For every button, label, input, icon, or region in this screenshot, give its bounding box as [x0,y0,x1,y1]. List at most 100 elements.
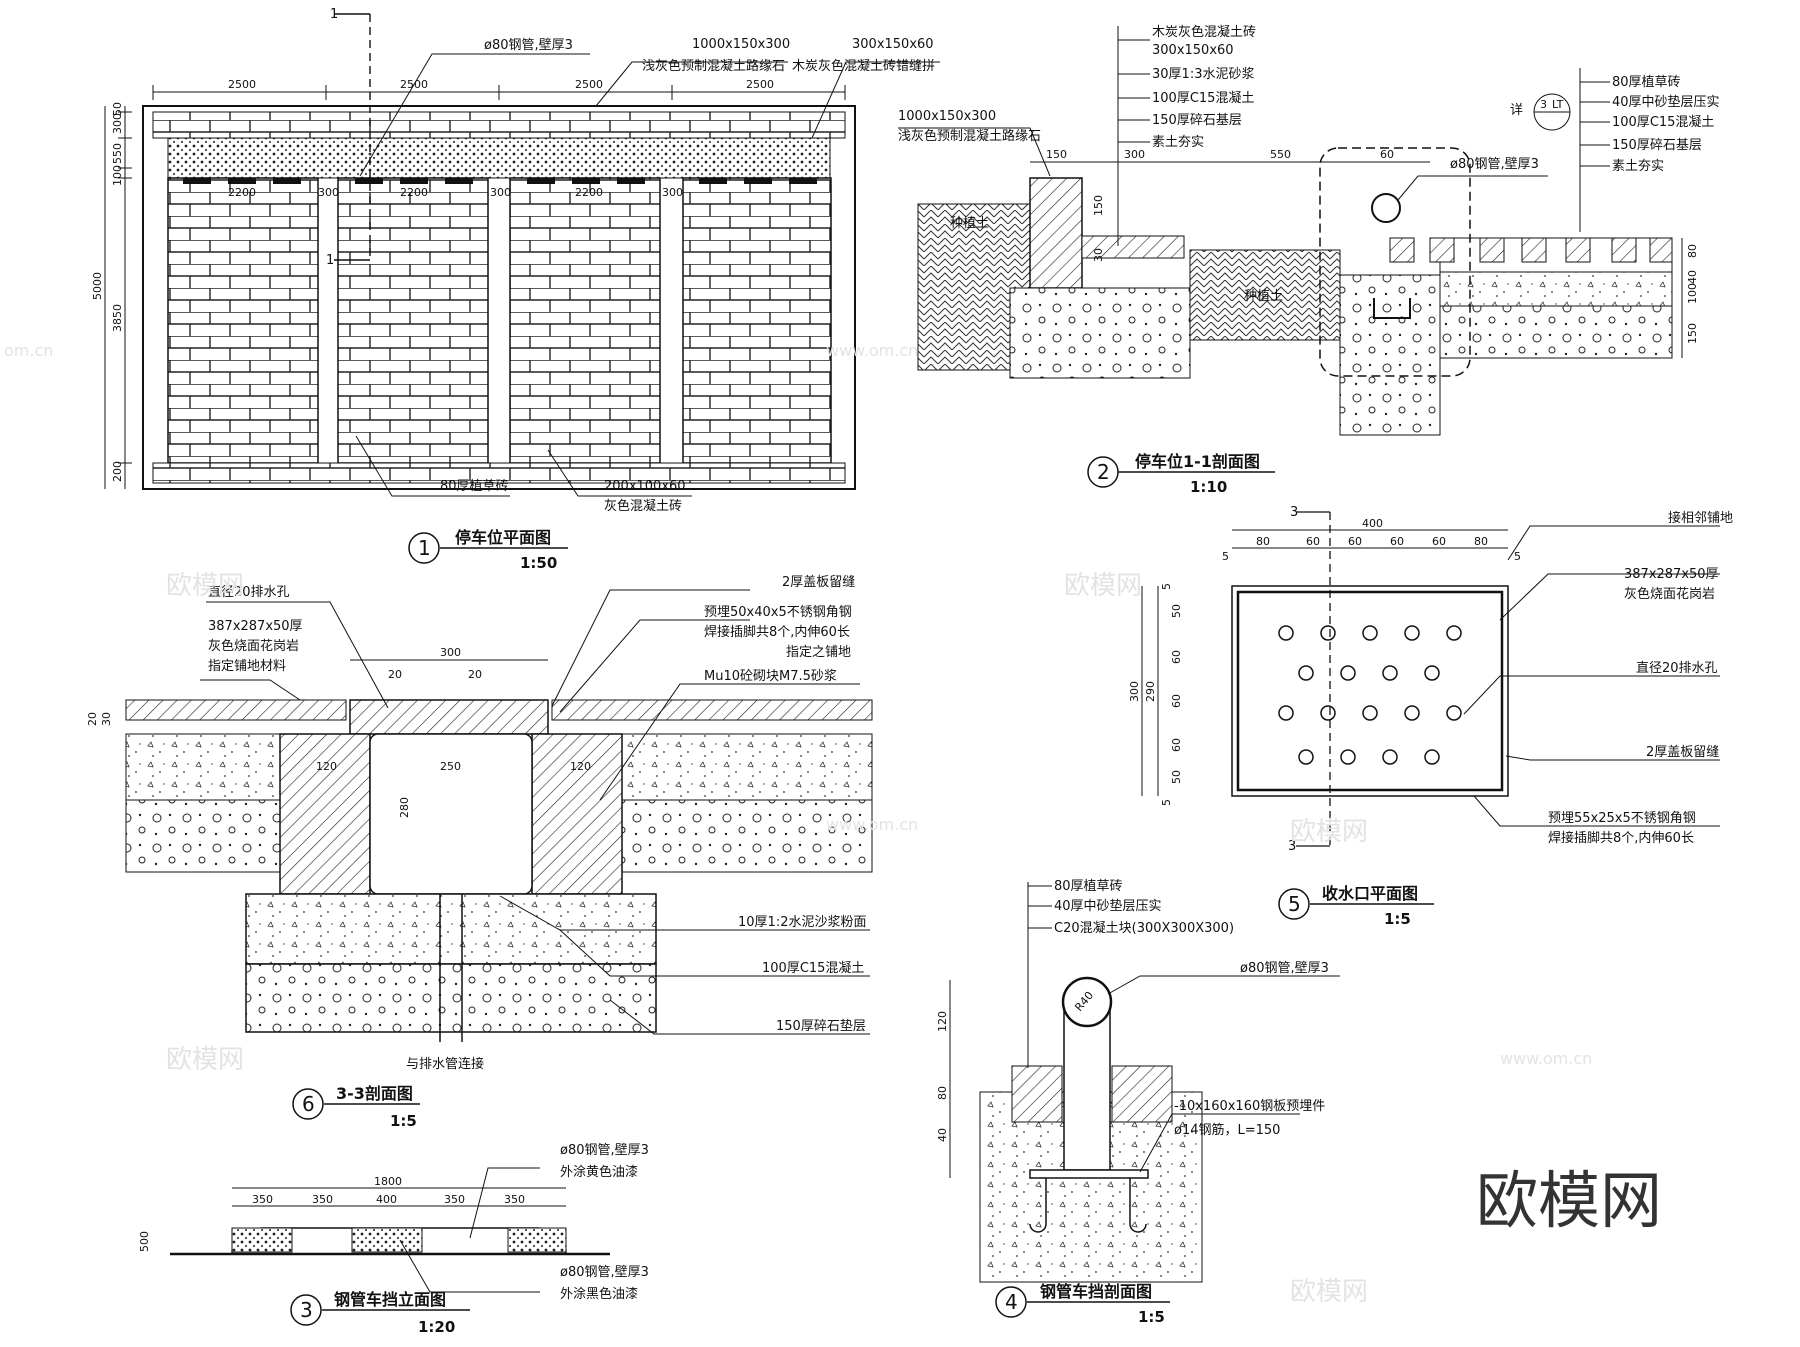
label-curb-size: 1000x150x300 [692,37,790,52]
d6-dim-e: 20 [86,712,99,726]
d4-label-3: C20混凝土块(300X300X300) [1054,920,1234,936]
d4-rebar: ø14钢筋，L=150 [1174,1122,1280,1138]
label-paver-size: 200x100x60 [604,479,686,494]
label-curb: 浅灰色预制混凝土路缘石 [642,58,785,74]
d6-label-l2: 387x287x50厚 [208,619,303,634]
grass-paver-left [1011,1065,1063,1123]
d6-label-r4: 指定之铺地 [786,645,851,660]
d5-dim-t5: 60 [1432,535,1446,548]
plan-bottom-paver-strip [152,462,846,484]
d5-label-2: 387x287x50厚 [1624,567,1719,582]
drain-holes [1278,625,1462,765]
d4-dim-2: 80 [936,1086,949,1100]
watermark-url-3: www.om.cn [1500,1049,1592,1068]
d3-dim-total: 1800 [374,1175,402,1188]
label-pipe: ø80钢管,壁厚3 [484,38,573,53]
callout-sheet: LT [1552,98,1564,111]
label-grass: 80厚植草砖 [440,479,509,494]
watermark-3: 欧模网 [1290,817,1368,847]
plan-bay-2 [337,177,489,464]
d5-dim-t6: 80 [1474,535,1488,548]
block-wall-left [279,733,371,895]
detail-2-section-1-1: 种植土 种植土 150 300 550 60 150 30 80 40 100 … [898,24,1720,496]
curb-concrete-base [1009,287,1191,379]
detail-6-section-3-3: 300 20 20 250 120 120 280 20 30 直径20排水孔 … [86,575,873,1130]
mortar-left [125,733,281,801]
d5-dim-t4: 60 [1390,535,1404,548]
detail-number: 1 [418,536,431,560]
watermark-1: 欧模网 [166,571,244,601]
plan-bay-3 [509,177,661,464]
dim-inner-6: 300 [662,186,683,199]
d5-dim-t2: 60 [1306,535,1320,548]
d4-pipe: ø80钢管,壁厚3 [1240,961,1329,976]
d5-title: 收水口平面图 [1322,884,1418,903]
d2-label-r2: 40厚中砂垫层压实 [1612,94,1720,110]
planting-soil-mid [1189,249,1341,341]
paving-right [551,699,873,721]
d5-dim-l6: 60 [1170,738,1183,752]
d2-dim-v2: 30 [1092,248,1105,262]
label-brick: 木炭灰色混凝土砖错缝拼 [792,58,935,74]
d6-dim-f: 30 [100,712,113,726]
drain-hole [1278,625,1294,641]
drain-hole [1362,625,1378,641]
d4-label-2: 40厚中砂垫层压实 [1054,898,1162,914]
d5-dim-t3: 60 [1348,535,1362,548]
dim-top-1: 2500 [228,78,256,91]
drain-hole [1382,749,1398,765]
watermark-url-2: www.om.cn [826,341,918,360]
d3-label-bot-1: ø80钢管,壁厚3 [560,1265,649,1280]
d5-dim-l8: 5 [1160,799,1173,806]
pipe-top [1061,976,1113,1028]
d5-dim-l7: 50 [1170,770,1183,784]
drain-hole [1362,705,1378,721]
soil-label-left: 种植土 [950,216,989,231]
drain-hole [1424,749,1440,765]
d2-curb-size: 1000x150x300 [898,109,996,124]
dim-left-4: 100 [111,165,124,186]
grass-paver-layer [1439,237,1673,273]
d6-label-low3: 150厚碎石垫层 [776,1018,866,1034]
d2-scale: 1:10 [1190,478,1227,496]
d3-dim-h: 500 [138,1231,151,1252]
dim-top-4: 2500 [746,78,774,91]
drain-hole [1404,625,1420,641]
black-band-3 [507,1227,567,1253]
label-paver: 灰色混凝土砖 [604,498,682,514]
d6-label-r5: Mu10砼砌块M7.5砂浆 [704,669,837,684]
d4-label-1: 80厚植草砖 [1054,879,1123,894]
d5-dim-l0: 300 [1128,681,1141,702]
d6-dim-depth: 280 [398,797,411,818]
watermark-url-1: www.om.cn [826,815,918,834]
d5-dim-total: 400 [1362,517,1383,530]
brand-logo-text: 欧模网 [1476,1164,1662,1237]
label-brick-size: 300x150x60 [852,37,934,52]
detail-1-parking-plan: 1 1 2500 2500 2500 2500 2200 300 2200 30… [91,7,940,572]
d2-label-r4: 150厚碎石基层 [1612,138,1702,153]
d2-label-r1: 80厚植草砖 [1612,75,1681,90]
d2-label-l1: 木炭灰色混凝土砖 [1152,24,1256,40]
detail-5-drain-inlet-plan: 400 5 80 60 60 60 60 80 5 300 290 5 50 6… [1128,505,1733,928]
watermark-5: 欧模网 [1290,1277,1368,1307]
d5-label-5: 2厚盖板留缝 [1646,745,1719,760]
plan-wheel-stop-bars [183,178,817,184]
d5-label-3: 灰色烧面花岗岩 [1624,586,1715,602]
watermark-url-4: om.cn [4,341,53,360]
drain-hole [1446,705,1462,721]
grate-plate [1236,590,1504,792]
drain-hole [1382,665,1398,681]
d2-label-l2: 300x150x60 [1152,43,1234,58]
d5-section-bot: 3 [1288,839,1296,854]
d2-label-l4: 100厚C15混凝土 [1152,90,1254,106]
grass-paver-right [1111,1065,1173,1123]
d5-scale: 1:5 [1384,910,1411,928]
d6-label-l1: 直径20排水孔 [208,585,290,600]
drain-hole [1320,705,1336,721]
d4-plate: -10x160x160钢板预埋件 [1174,1099,1325,1114]
rebar-anchors [1029,1178,1147,1233]
dim-inner-1: 2200 [228,186,256,199]
dim-inner-5: 2200 [575,186,603,199]
d3-dim-1: 350 [252,1193,273,1206]
